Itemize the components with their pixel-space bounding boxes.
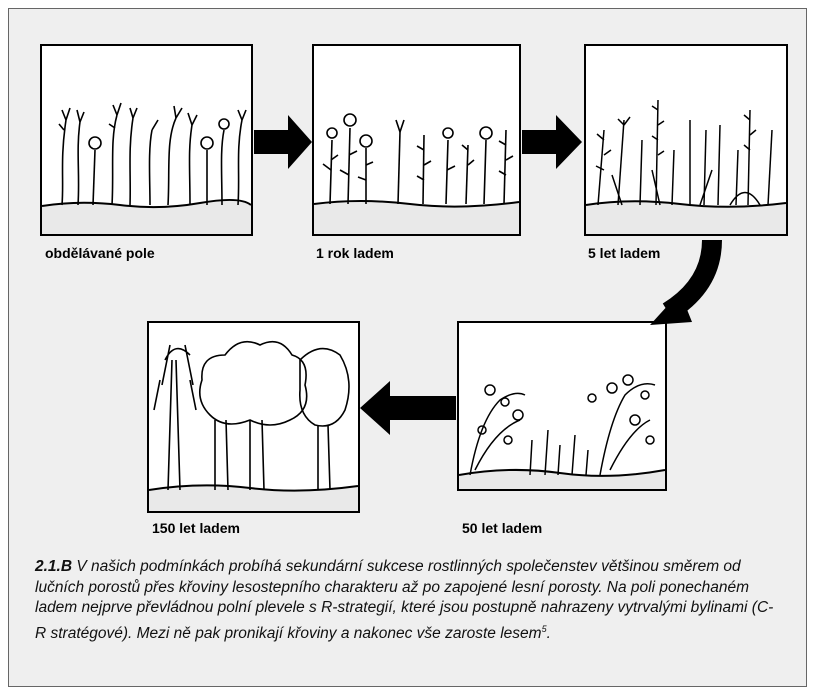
figure-number: 2.1.B <box>35 558 73 575</box>
arrow-4 <box>360 381 456 435</box>
arrow-3-curved <box>650 239 722 325</box>
panel-150-years <box>147 321 360 513</box>
footnote-marker: 5 <box>541 623 547 634</box>
caption-trailing: . <box>546 624 551 642</box>
arrow-1 <box>254 115 312 169</box>
panel-50-years <box>457 321 667 491</box>
stage-label-150-years: 150 let ladem <box>152 520 240 536</box>
panel-cultivated-field <box>40 44 253 236</box>
stage-label-5-years: 5 let ladem <box>588 245 660 261</box>
stage-label-50-years: 50 let ladem <box>462 520 542 536</box>
stage-label-1-year: 1 rok ladem <box>316 245 394 261</box>
stage-label-cultivated: obdělávané pole <box>45 245 155 261</box>
panel-5-years <box>584 44 788 236</box>
caption-text: V našich podmínkách probíhá sekundární s… <box>35 558 774 642</box>
arrow-2 <box>522 115 582 169</box>
panel-1-year <box>312 44 521 236</box>
figure-caption: 2.1.B V našich podmínkách probíhá sekund… <box>35 557 775 644</box>
